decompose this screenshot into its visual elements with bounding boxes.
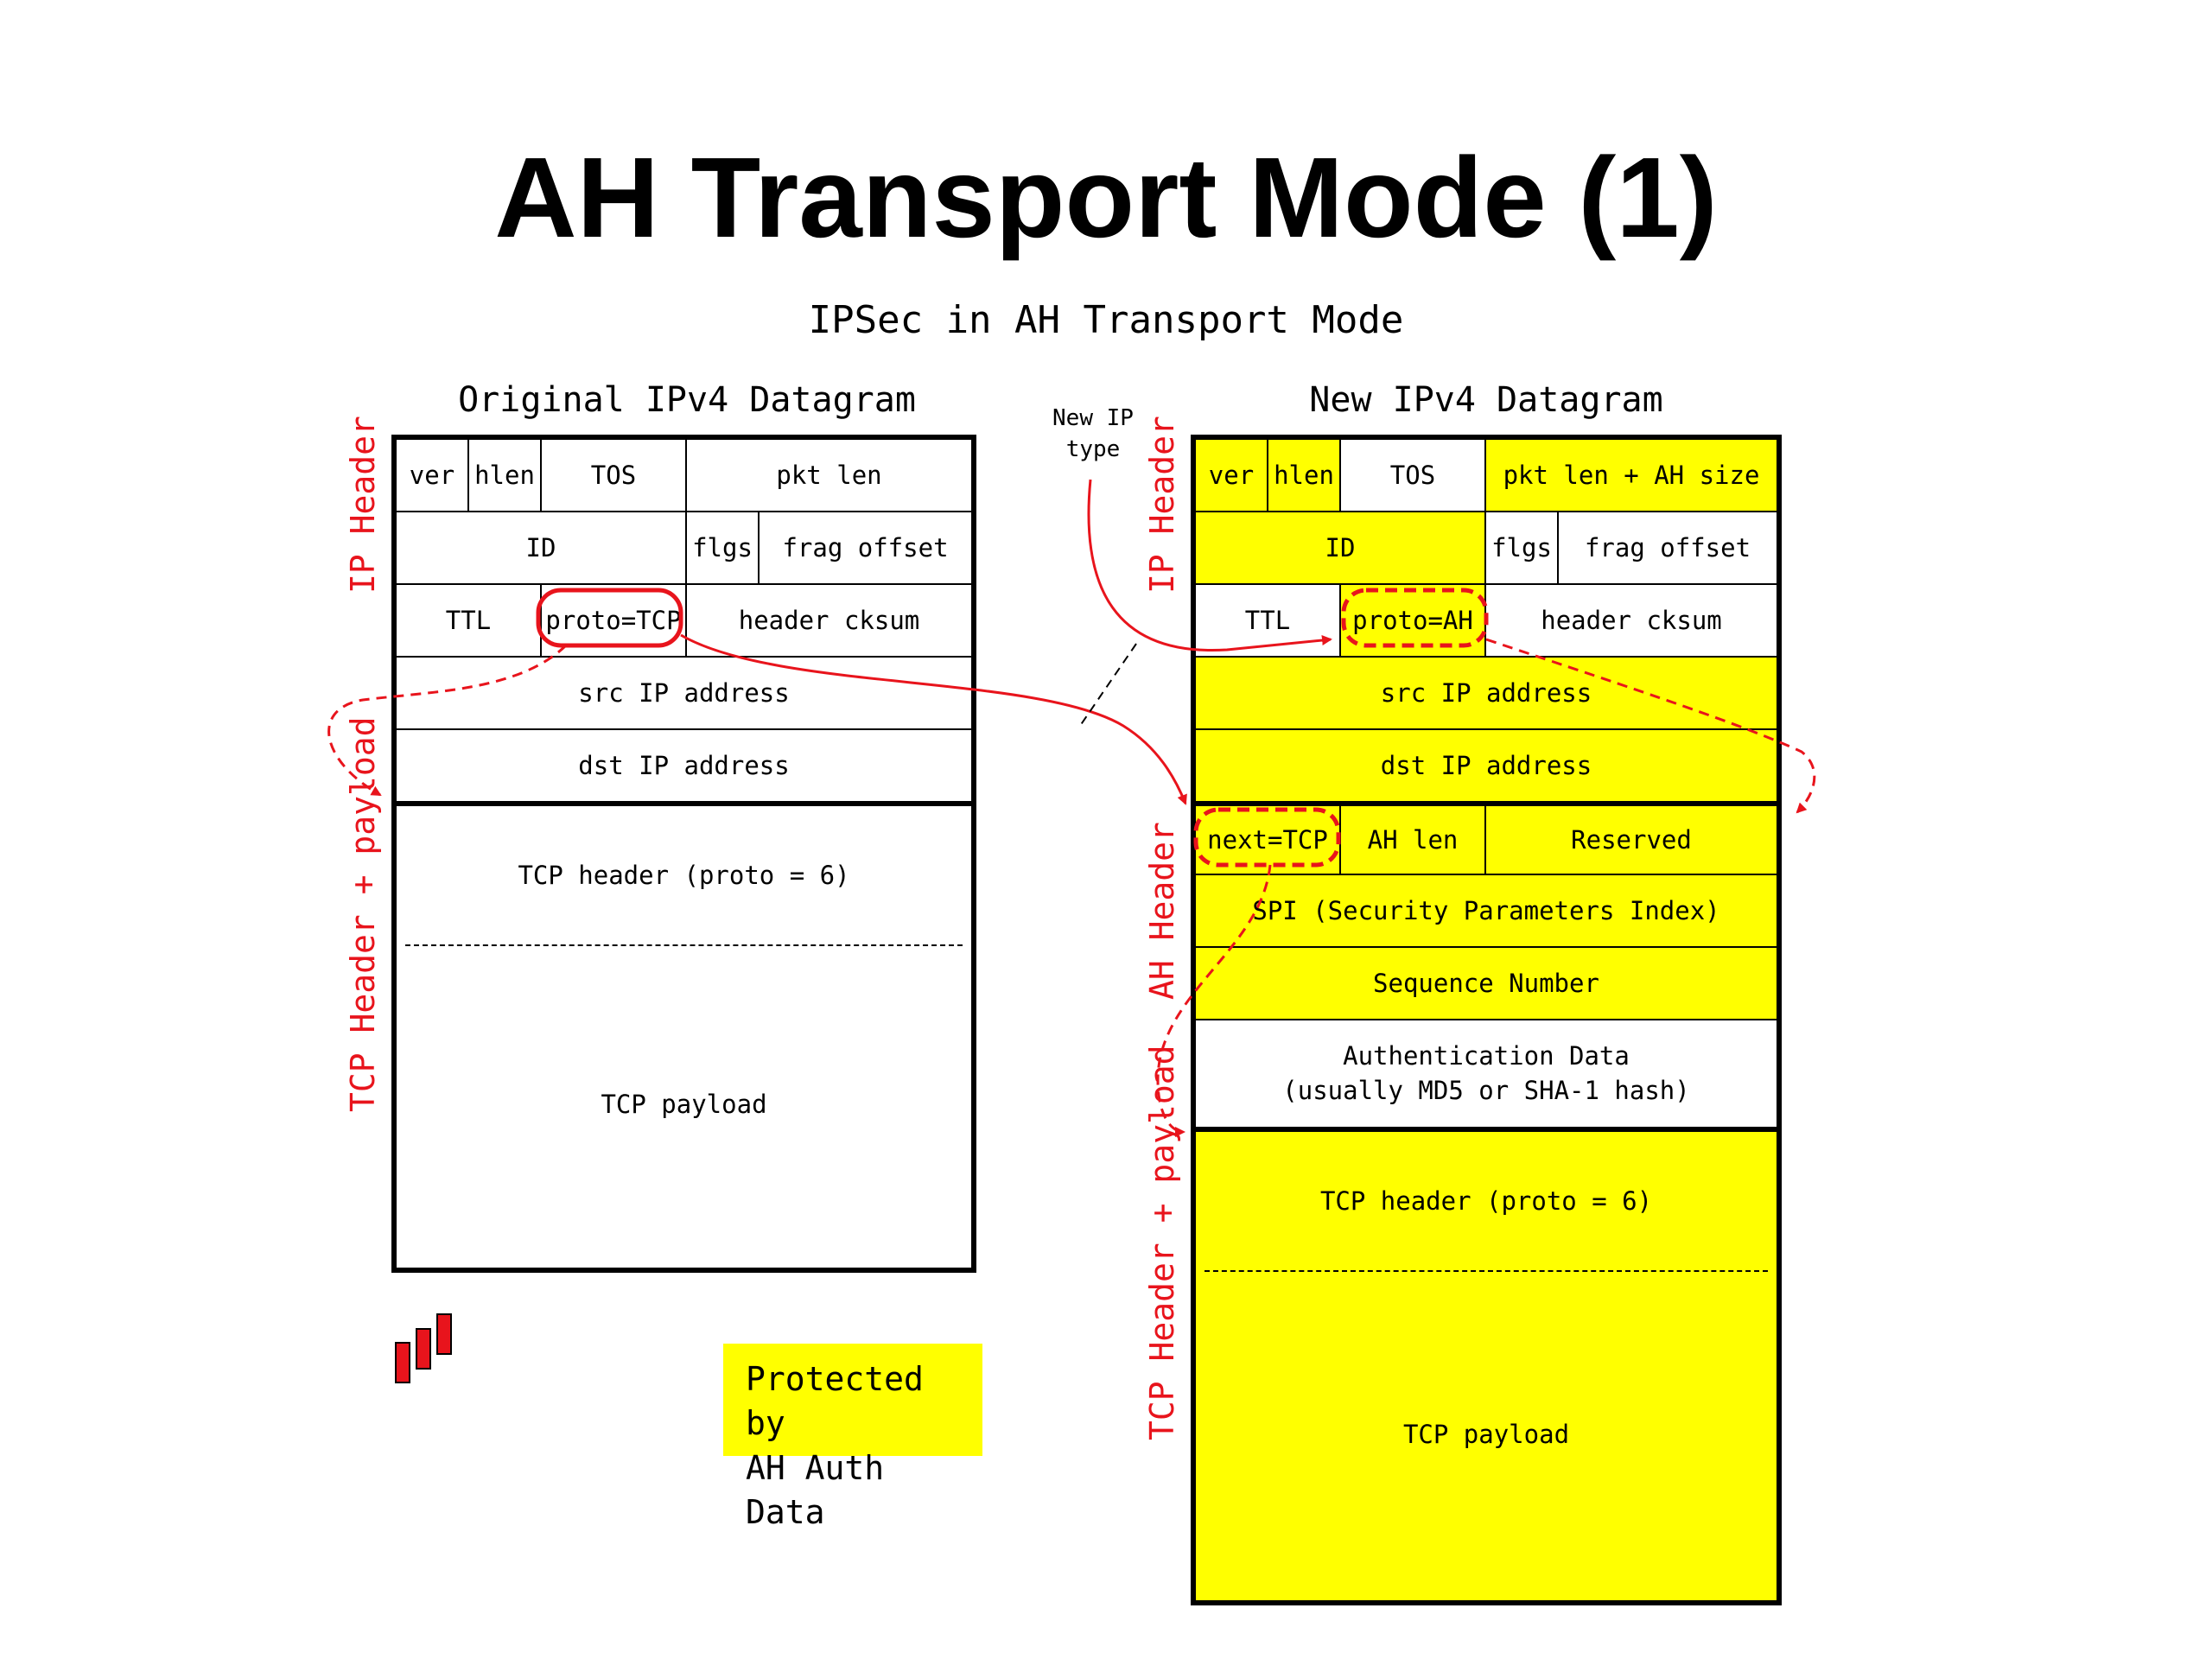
- original-datagram-heading: Original IPv4 Datagram: [458, 380, 916, 420]
- logo-bars-icon: [393, 1309, 462, 1387]
- legend-line2: AH Auth Data: [746, 1448, 885, 1531]
- new-pkt-len-cell: pkt len + AH size: [1485, 439, 1777, 512]
- next-to-tcp-arrow: [1156, 864, 1272, 1137]
- orig-proto-to-tcp-arrow: [327, 644, 568, 797]
- new-ip-type-note: New IP type: [1052, 405, 1134, 463]
- new-reserved-cell: Reserved: [1485, 802, 1777, 874]
- orig-hlen-cell: hlen: [468, 439, 541, 512]
- new-src-ip-cell: src IP address: [1195, 657, 1777, 729]
- new-id-cell: ID: [1195, 512, 1485, 584]
- new-frag-offset-cell: frag offset: [1558, 512, 1777, 584]
- orig-frag-offset-cell: frag offset: [759, 512, 972, 584]
- page-title: AH Transport Mode (1): [494, 134, 1718, 261]
- new-ver-cell: ver: [1195, 439, 1268, 512]
- new-header-cksum-cell: header cksum: [1485, 584, 1777, 657]
- new-proto-to-ah-arrow: [1485, 638, 1816, 814]
- new-tcp-divider: [1205, 1270, 1768, 1272]
- orig-id-cell: ID: [396, 512, 686, 584]
- orig-tcp-payload: TCP payload: [601, 1090, 767, 1119]
- black-dashed-leader: [1079, 643, 1137, 727]
- new-next-cell: next=TCP: [1195, 802, 1340, 874]
- legend-line1: Protected by: [746, 1360, 924, 1443]
- new-proto-highlight: [1341, 588, 1489, 648]
- orig-pkt-len-cell: pkt len: [686, 439, 972, 512]
- orig-tcp-header: TCP header (proto = 6): [518, 861, 850, 890]
- new-ip-type-arrow: [1087, 479, 1332, 652]
- legend-box: Protected by AH Auth Data: [723, 1344, 982, 1531]
- new-auth-line2: (usually MD5 or SHA-1 hash): [1282, 1075, 1690, 1105]
- orig-tcp-divider: [405, 944, 963, 946]
- proto-move-arrow: [680, 633, 1187, 805]
- new-datagram: ver hlen TOS pkt len + AH size ID flgs f…: [1191, 435, 1782, 1605]
- new-datagram-heading: New IPv4 Datagram: [1309, 380, 1663, 420]
- orig-proto-highlight: [536, 588, 683, 648]
- orig-flgs-cell: flgs: [686, 512, 759, 584]
- new-auth-data-cell: Authentication Data (usually MD5 or SHA-…: [1195, 1020, 1777, 1128]
- orig-dst-ip-cell: dst IP address: [396, 729, 972, 802]
- new-ttl-cell: TTL: [1195, 584, 1340, 657]
- orig-ver-cell: ver: [396, 439, 468, 512]
- diagram-subtitle: IPSec in AH Transport Mode: [808, 298, 1404, 342]
- new-tcp-block: TCP header (proto = 6) TCP payload: [1195, 1128, 1777, 1601]
- new-hlen-cell: hlen: [1268, 439, 1340, 512]
- new-ah-len-cell: AH len: [1340, 802, 1485, 874]
- orig-tos-cell: TOS: [541, 439, 686, 512]
- new-next-highlight: [1193, 807, 1341, 868]
- orig-tcp-block: TCP header (proto = 6) TCP payload: [396, 802, 972, 1268]
- new-tos-cell: TOS: [1340, 439, 1485, 512]
- new-flgs-cell: flgs: [1485, 512, 1558, 584]
- original-datagram: ver hlen TOS pkt len ID flgs frag offset…: [391, 435, 976, 1273]
- orig-src-ip-cell: src IP address: [396, 657, 972, 729]
- new-spi-cell: SPI (Security Parameters Index): [1195, 874, 1777, 947]
- orig-header-cksum-cell: header cksum: [686, 584, 972, 657]
- new-tcp-header: TCP header (proto = 6): [1319, 1186, 1653, 1216]
- new-auth-line1: Authentication Data: [1343, 1041, 1630, 1071]
- new-tcp-payload: TCP payload: [1402, 1420, 1570, 1449]
- new-seq-cell: Sequence Number: [1195, 947, 1777, 1020]
- new-dst-ip-cell: dst IP address: [1195, 729, 1777, 802]
